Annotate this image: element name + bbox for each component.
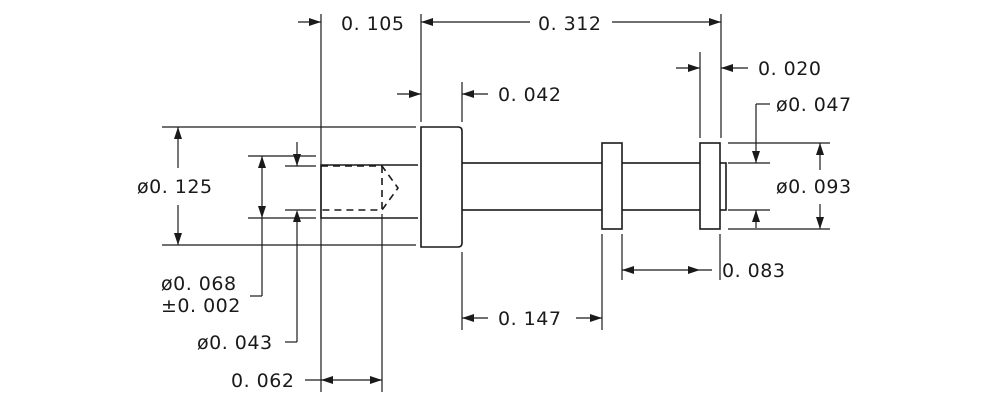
hidden-bore: [321, 165, 399, 211]
dim-tol0002: ±0. 002: [161, 295, 241, 317]
extension-lines: [162, 14, 830, 392]
dimension-lines: [174, 18, 824, 384]
dim-dia0125: ø0. 125: [137, 176, 213, 198]
collar-1: [601, 142, 623, 230]
dim-0042: 0. 042: [498, 84, 561, 106]
dim-dia0068: ø0. 068: [161, 273, 237, 295]
dim-0020: 0. 020: [758, 58, 821, 80]
dim-0062: 0. 062: [231, 370, 294, 392]
part-outline: [320, 126, 727, 248]
dim-0105: 0. 105: [341, 13, 404, 35]
dim-0312: 0. 312: [538, 13, 601, 35]
dim-dia0093: ø0. 093: [776, 176, 852, 198]
dim-0147: 0. 147: [498, 308, 561, 330]
head-flange: [420, 126, 463, 248]
collar-2: [699, 142, 721, 230]
dim-dia0047: ø0. 047: [776, 94, 852, 116]
shaft: [459, 162, 727, 211]
dimension-labels: 0. 105 0. 312 0. 020 0. 042 ø0. 047 ø0. …: [137, 13, 852, 392]
dim-dia0043: ø0. 043: [197, 332, 273, 354]
dim-0083: 0. 083: [722, 260, 785, 282]
